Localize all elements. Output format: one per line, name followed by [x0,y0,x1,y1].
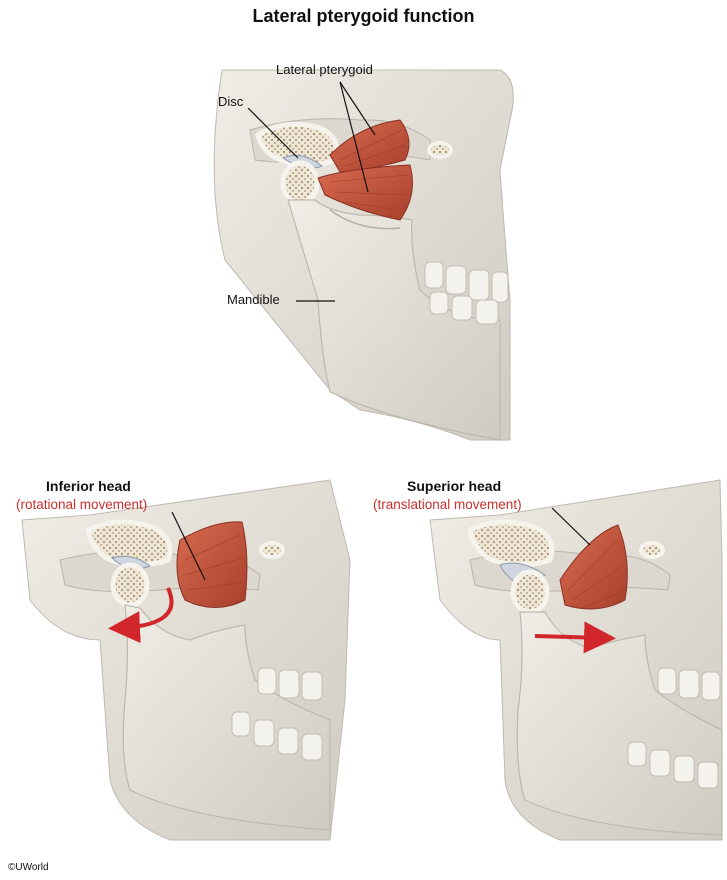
right-skull-panel [429,479,723,841]
label-inferior-head: Inferior head [46,478,131,494]
label-translational-movement: (translational movement) [373,497,522,512]
label-lateral-pterygoid: Lateral pterygoid [276,62,373,77]
copyright: ©UWorld [8,862,49,873]
label-superior-head: Superior head [407,478,502,494]
left-skull-panel [21,479,351,841]
label-mandible: Mandible [227,292,280,307]
top-condyle [280,160,320,206]
top-lateral-pterygoid-inferior [317,164,413,221]
left-condyle [110,562,150,608]
label-rotational-movement: (rotational movement) [16,497,148,512]
left-temporal-section [85,519,173,568]
right-condyle [510,569,550,615]
left-mandible [122,604,331,831]
right-temporal-section [467,519,555,568]
top-teeth [424,261,509,325]
left-lateral-pterygoid [176,521,248,608]
top-mandible [287,199,501,441]
right-translation-arrow [534,621,616,654]
left-rotation-arrow [108,587,174,644]
right-lateral-pterygoid [559,524,628,610]
label-disc: Disc [218,94,244,109]
top-skull-panel [213,69,514,441]
figure-title: Lateral pterygoid function [252,6,475,26]
